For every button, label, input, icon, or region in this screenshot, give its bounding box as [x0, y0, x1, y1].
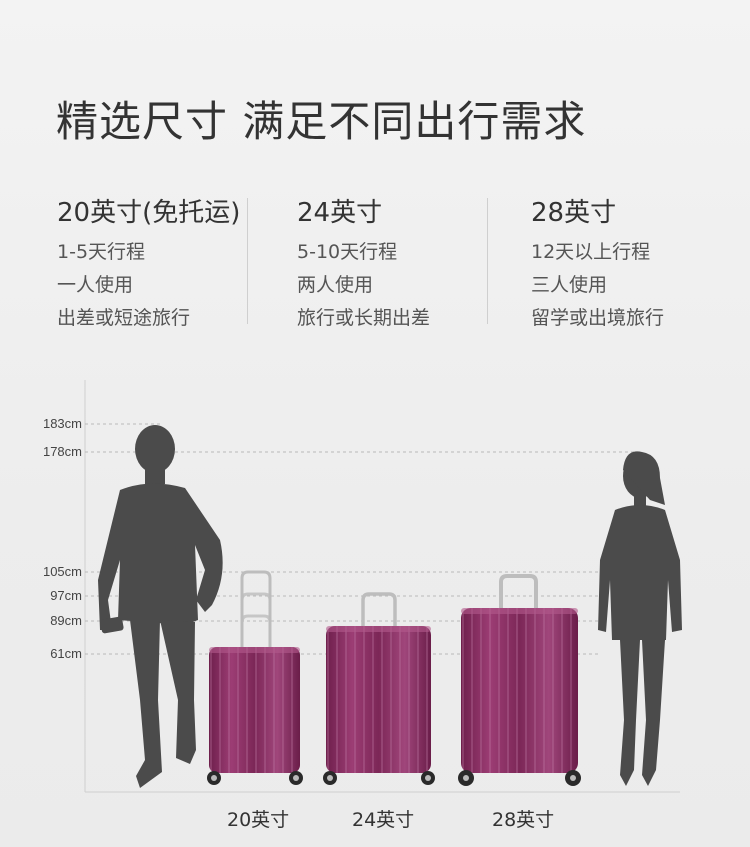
size-column-24: 24英寸 5-10天行程 两人使用 旅行或长期出差	[297, 192, 527, 328]
suitcase-label-28: 28英寸	[492, 809, 555, 831]
size-title: 20英寸(免托运)	[57, 198, 241, 228]
suitcase-24	[323, 592, 435, 785]
man-silhouette	[98, 425, 223, 788]
tick-label: 61cm	[50, 646, 82, 661]
trip-type: 留学或出境旅行	[531, 307, 665, 329]
user-count: 两人使用	[297, 274, 374, 296]
suitcase-20	[207, 570, 303, 785]
suitcase-28	[458, 574, 581, 786]
column-divider	[247, 198, 248, 324]
user-count: 三人使用	[531, 274, 608, 296]
tick-label: 97cm	[50, 588, 82, 603]
column-divider	[487, 198, 488, 324]
trip-duration: 1-5天行程	[57, 241, 146, 263]
suitcase-label-20: 20英寸	[227, 809, 290, 831]
trip-duration: 12天以上行程	[531, 241, 651, 263]
size-column-20: 20英寸(免托运) 1-5天行程 一人使用 出差或短途旅行	[57, 192, 287, 328]
size-column-28: 28英寸 12天以上行程 三人使用 留学或出境旅行	[531, 192, 750, 328]
tick-label: 89cm	[50, 613, 82, 628]
woman-silhouette	[598, 451, 682, 786]
user-count: 一人使用	[57, 274, 134, 296]
trip-type: 出差或短途旅行	[57, 307, 191, 329]
trip-type: 旅行或长期出差	[297, 307, 431, 329]
suitcase-label-24: 24英寸	[352, 809, 415, 831]
tick-label: 183cm	[43, 416, 82, 431]
tick-label: 105cm	[43, 564, 82, 579]
trip-duration: 5-10天行程	[297, 241, 398, 263]
page-headline: 精选尺寸 满足不同出行需求	[56, 97, 587, 146]
size-title: 28英寸	[531, 198, 617, 228]
size-title: 24英寸	[297, 198, 383, 228]
tick-label: 178cm	[43, 444, 82, 459]
